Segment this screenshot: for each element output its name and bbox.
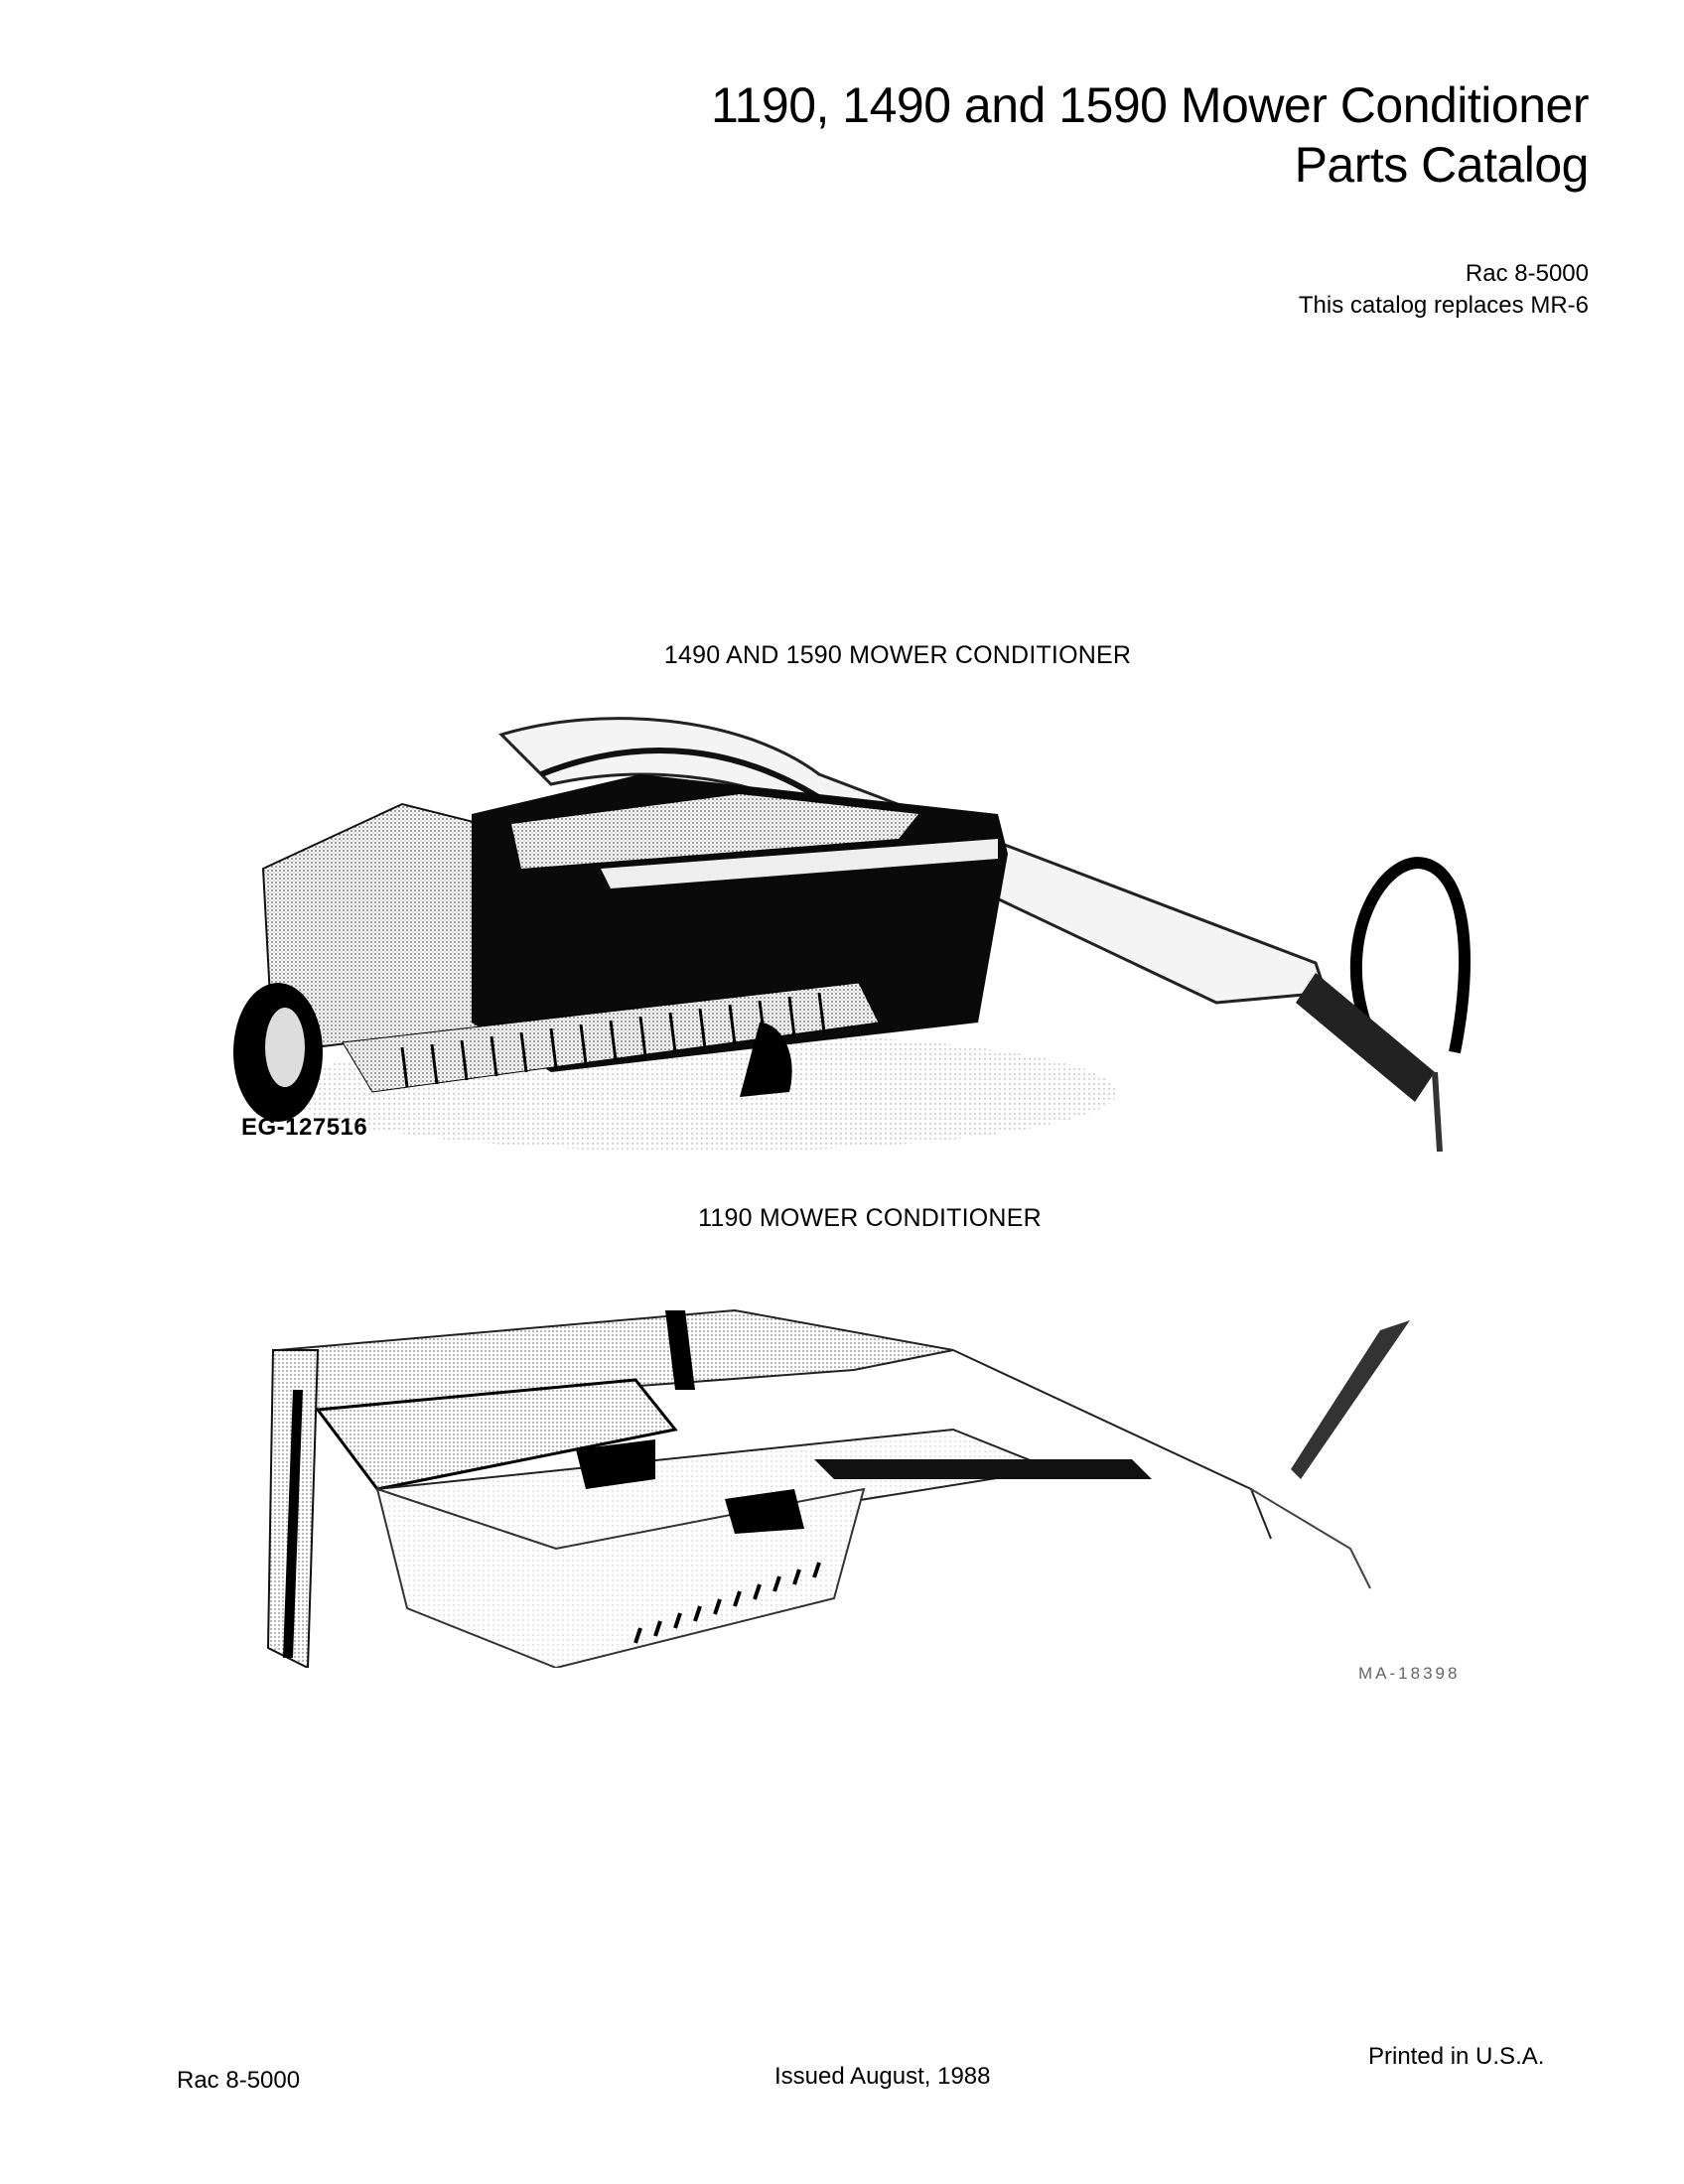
publication-info: Rac 8-5000 This catalog replaces MR-6 — [1299, 258, 1589, 322]
mower-conditioner-1490-1590-photo — [223, 695, 1514, 1161]
footer-issue-date: Issued August, 1988 — [774, 2063, 991, 2090]
title-line-1: 1190, 1490 and 1590 Mower Conditioner — [711, 77, 1590, 133]
publication-number: Rac 8-5000 — [1465, 260, 1589, 287]
mower-conditioner-1190-photo — [258, 1291, 1479, 1670]
footer-publication-number: Rac 8-5000 — [177, 2067, 301, 2094]
figure-2-id: MA-18398 — [1358, 1664, 1461, 1683]
figure-1-id: EG-127516 — [241, 1114, 368, 1141]
title-line-2: Parts Catalog — [1294, 137, 1590, 193]
replaces-note: This catalog replaces MR-6 — [1298, 292, 1589, 319]
figure-1-caption: 1490 AND 1590 MOWER CONDITIONER — [663, 641, 1132, 669]
document-title: 1190, 1490 and 1590 Mower Conditioner Pa… — [711, 75, 1590, 195]
footer-printed-in: Printed in U.S.A. — [1368, 2043, 1545, 2070]
figure-2-caption: 1190 MOWER CONDITIONER — [698, 1204, 1042, 1232]
